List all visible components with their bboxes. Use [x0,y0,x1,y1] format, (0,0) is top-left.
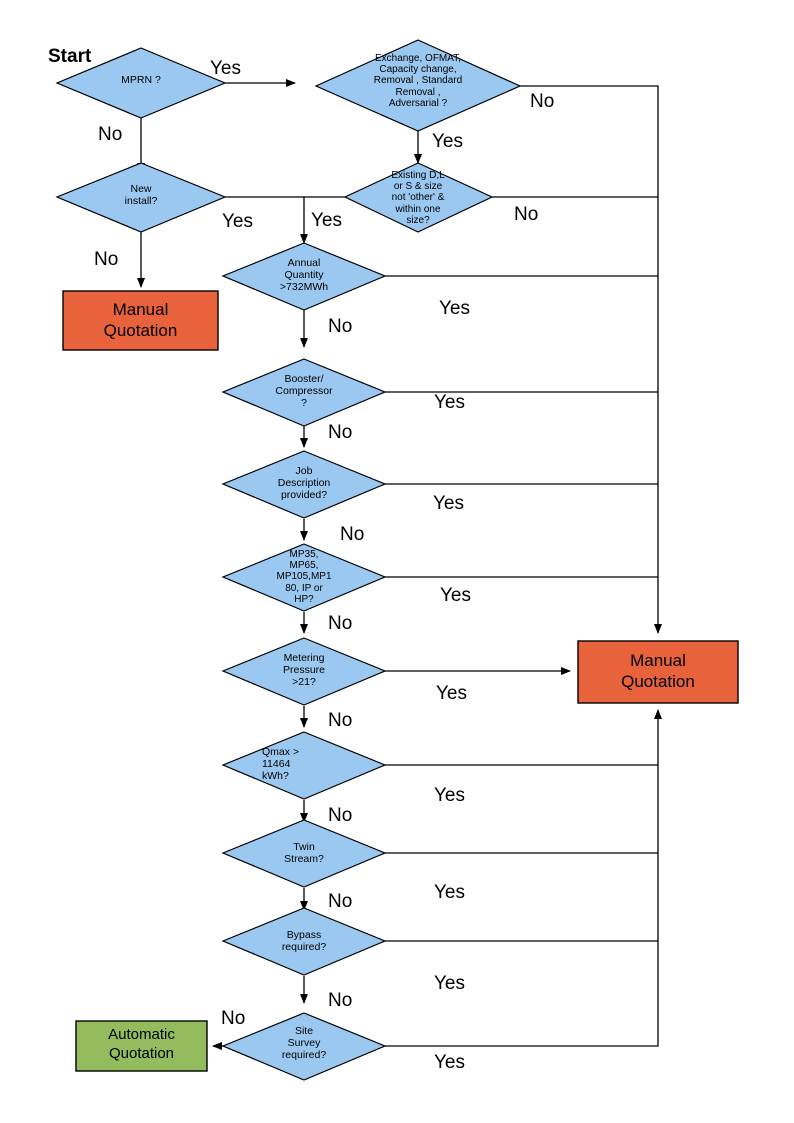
decision-annual-quantity[interactable] [221,242,387,311]
edge-label-mprn-no: No [98,124,123,145]
edge-label-qmax-no: No [328,805,353,826]
edge-label-bypass-no: No [328,990,353,1011]
edge-label-job-description-no: No [340,524,365,545]
edge-label-booster-yes: Yes [434,392,465,413]
edge-label-exchange-no: No [530,91,555,112]
terminal-manual-quotation-left[interactable] [62,290,219,351]
terminal-automatic-quotation[interactable] [75,1020,208,1072]
edge-label-twin-stream-no: No [328,891,353,912]
edge-label-new-install-no: No [94,249,119,270]
decision-mp-rating[interactable] [221,543,387,612]
decision-site-survey[interactable] [221,1012,387,1081]
decision-booster[interactable] [221,358,387,427]
decision-exchange[interactable] [314,39,522,132]
decision-bypass[interactable] [221,907,387,976]
start-label: Start [48,46,92,67]
edge-label-existing-yes: Yes [311,210,342,231]
decision-mprn[interactable] [55,47,227,119]
edge-label-metering-pressure-no: No [328,710,353,731]
edge-label-site-survey-no: No [221,1008,246,1029]
edge-label-new-install-yes: Yes [222,211,253,232]
edge-label-metering-pressure-yes: Yes [436,683,467,704]
edge-label-mp-rating-no: No [328,613,353,634]
decision-new-install[interactable] [55,162,227,233]
edge-label-mprn-yes: Yes [210,58,241,79]
edge-label-annual-quantity-no: No [328,316,353,337]
decision-existing[interactable] [343,162,494,233]
edge-label-job-description-yes: Yes [433,493,464,514]
edge-label-site-survey-yes: Yes [434,1052,465,1073]
edge-label-twin-stream-yes: Yes [434,882,465,903]
edge-label-booster-no: No [328,422,353,443]
terminal-manual-quotation-right[interactable] [577,640,739,704]
decision-job-description[interactable] [221,450,387,519]
edge-label-existing-no: No [514,204,539,225]
decision-metering-pressure[interactable] [221,637,387,706]
edge-label-bypass-yes: Yes [434,973,465,994]
edge-site-survey-yes [385,709,662,1047]
edge-label-annual-quantity-yes: Yes [439,298,470,319]
decision-twin-stream[interactable] [221,819,387,888]
edge-label-qmax-yes: Yes [434,785,465,806]
edge-label-exchange-yes: Yes [432,131,463,152]
edge-label-mp-rating-yes: Yes [440,585,471,606]
edge-exchange-no [520,85,662,634]
decision-qmax[interactable] [221,731,387,800]
